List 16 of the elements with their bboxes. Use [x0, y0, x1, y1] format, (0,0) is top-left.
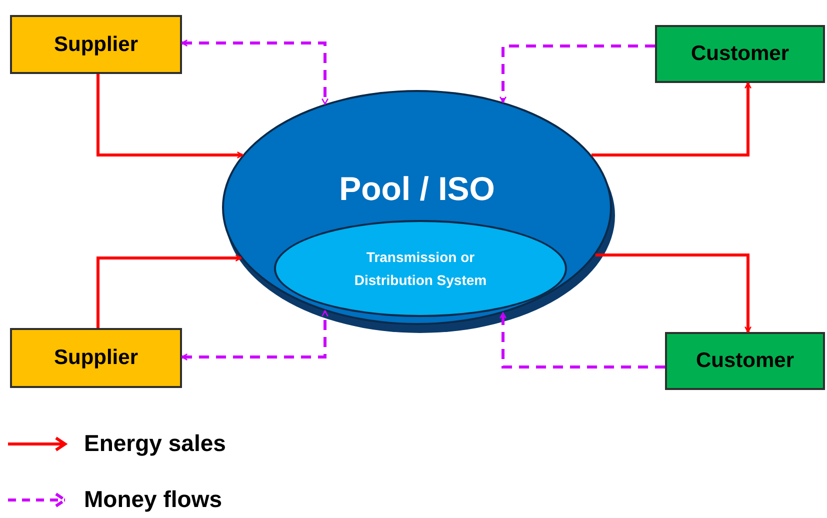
- arrow: [591, 82, 752, 156]
- arrow: [96, 254, 242, 328]
- process-box: Customer: [655, 25, 825, 83]
- arrow: [181, 310, 329, 361]
- arrow: [499, 312, 665, 368]
- arrow: [499, 44, 655, 103]
- arrow: [96, 74, 244, 159]
- process-box: Supplier: [10, 328, 182, 388]
- legend-label: Money flows: [84, 486, 222, 513]
- arrow: [181, 39, 329, 105]
- arrow: [595, 254, 752, 333]
- ellipse-title: Pool / ISO: [338, 170, 496, 208]
- process-box: Supplier: [10, 15, 182, 74]
- legend-label: Energy sales: [84, 430, 226, 457]
- inner-ellipse: Transmission or Distribution System: [274, 220, 567, 317]
- process-box: Customer: [665, 332, 825, 390]
